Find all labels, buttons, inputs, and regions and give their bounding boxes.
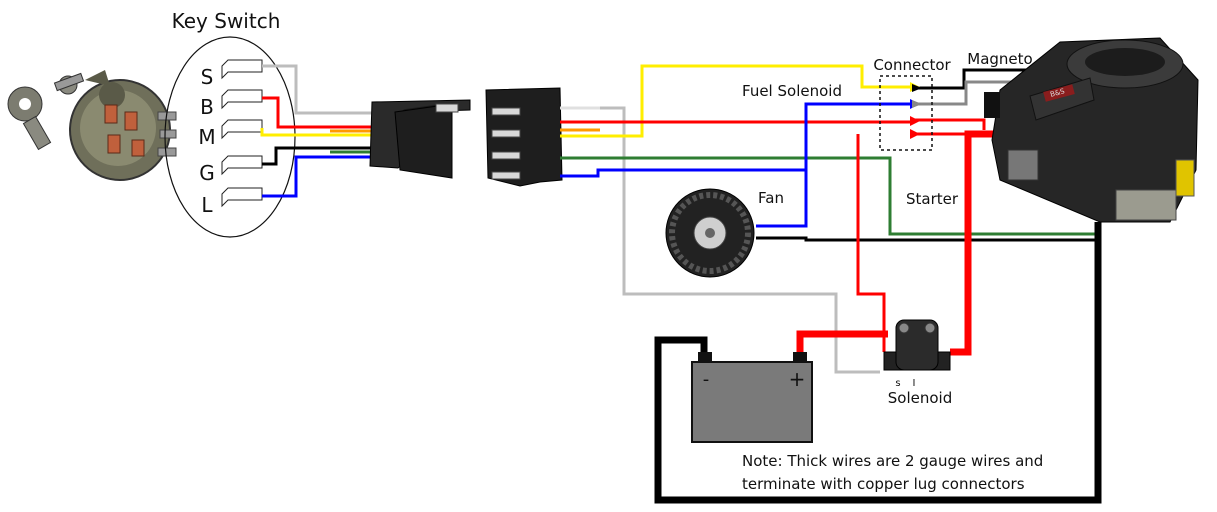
solenoid-label: Solenoid [888,389,952,407]
terminal-letter-l: L [201,193,213,217]
right-plug-connector [485,87,563,187]
engine-badge: B&S [1049,87,1066,99]
wire-red-b [262,96,375,129]
key-switch-wires [260,64,375,198]
wire-yellow-to-connector [560,64,910,138]
wire-grey-s [262,64,372,115]
wire-black-g [262,146,375,166]
wire-black-magneto [910,68,1032,90]
magneto-label: Magneto [967,50,1032,68]
terminal-letter-s: S [201,65,214,89]
connector-box [879,75,933,151]
arrow-black-icon [912,84,922,92]
connector-label: Connector [873,56,951,74]
fan-label: Fan [758,189,784,207]
terminal-l: L [201,187,263,217]
starter-solenoid-icon: s I [883,319,951,389]
starter-label: Starter [906,190,959,208]
thick-black-battery-ground [654,222,1102,504]
thick-red-solenoid-to-starter [950,130,1000,356]
solenoid-terminal-i: I [913,378,916,389]
battery-negative: - [703,369,710,390]
wire-green-to-starter [560,156,1098,236]
left-plug-connector [369,99,471,179]
wire-red-engine-1 [910,118,986,130]
terminal-b: B [200,89,263,119]
engine-icon: B&S [984,37,1199,223]
terminal-s: S [201,59,263,89]
terminal-g: G [199,155,263,185]
note-line-1: Note: Thick wires are 2 gauge wires and [742,452,1044,470]
note-line-2: terminate with copper lug connectors [742,475,1025,493]
battery-positive: + [789,367,806,391]
wire-blue-fan-link [756,170,808,228]
wire-yellow-m [260,128,375,137]
key-icon [7,72,85,151]
key-switch-outline [164,36,296,238]
thick-red-battery-to-solenoid [796,330,888,356]
terminal-letter-b: B [200,95,214,119]
battery-icon: - + [691,352,813,443]
terminal-m: M [198,119,263,149]
terminal-letter-m: M [198,125,215,149]
arrow-grey-icon [912,100,922,108]
arrow-red-2-icon [910,129,920,139]
fan-icon [665,188,755,278]
key-switch-label: Key Switch [172,9,281,33]
wire-grey-to-solenoid [600,106,880,374]
wire-red-to-solenoid-thin [856,134,886,352]
fuel-solenoid-label: Fuel Solenoid [742,82,842,100]
note-text: Note: Thick wires are 2 gauge wires and … [742,450,1102,496]
wire-blue-to-fan [560,102,910,178]
wire-black-fan-ground [756,236,1098,242]
arrow-red-icon [910,116,920,126]
harness-wires [560,64,1098,374]
wire-blue-l [262,155,375,198]
heavy-cables [654,130,1102,504]
wire-grey-magneto [910,80,1036,106]
terminal-letter-g: G [199,161,215,185]
solenoid-terminal-s: s [895,378,900,389]
ignition-key-switch [7,70,177,181]
